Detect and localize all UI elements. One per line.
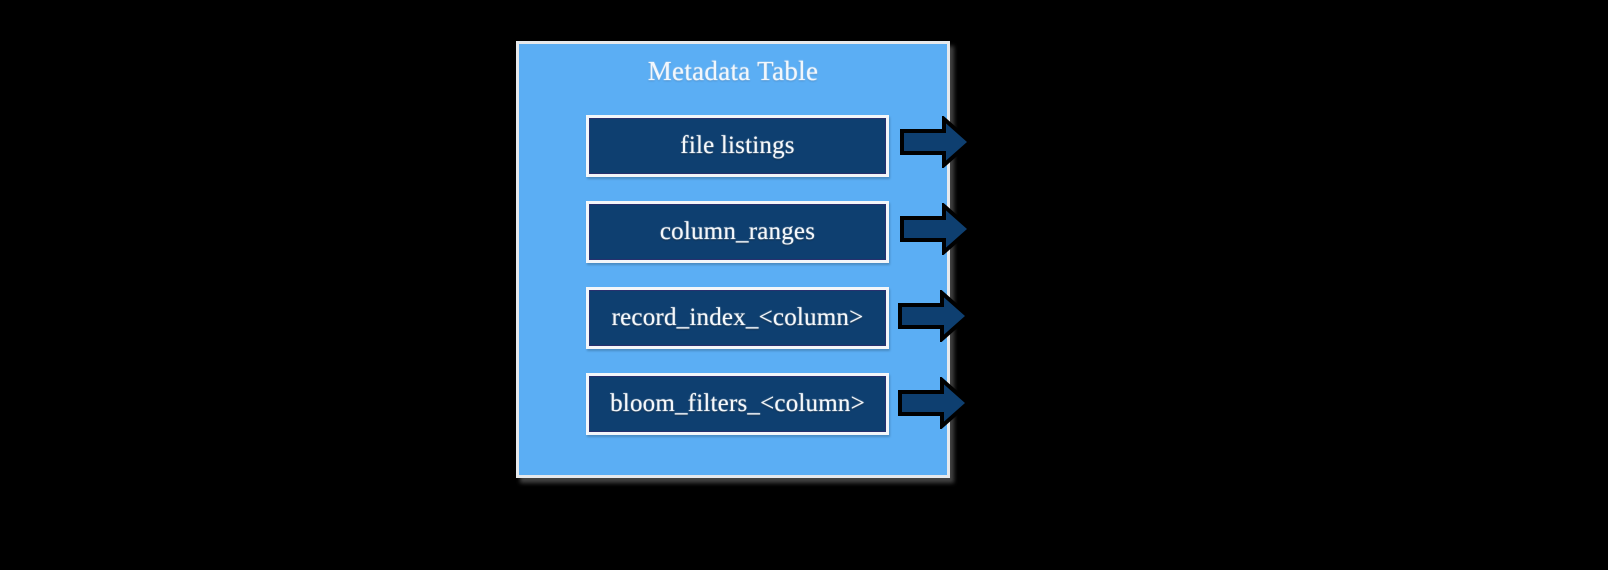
right-arrow-icon	[898, 377, 970, 429]
list-item: column_ranges	[586, 201, 889, 263]
list-item: bloom_filters_<column>	[586, 373, 889, 435]
metadata-table-panel: Metadata Table file listings column_rang…	[516, 41, 950, 478]
item-box-column-ranges[interactable]: column_ranges	[586, 201, 889, 263]
right-arrow-icon	[900, 203, 972, 255]
item-box-file-listings[interactable]: file listings	[586, 115, 889, 177]
right-arrow-icon	[898, 290, 970, 342]
item-box-bloom-filters[interactable]: bloom_filters_<column>	[586, 373, 889, 435]
list-item: file listings	[586, 115, 889, 177]
right-arrow-icon	[900, 116, 972, 168]
list-item: record_index_<column>	[586, 287, 889, 349]
item-label: record_index_<column>	[611, 304, 864, 331]
item-label: bloom_filters_<column>	[610, 390, 865, 417]
item-label: column_ranges	[659, 218, 816, 245]
page-title: Metadata Table	[647, 56, 819, 86]
item-label: file listings	[680, 132, 795, 159]
item-box-record-index[interactable]: record_index_<column>	[586, 287, 889, 349]
metadata-item-list: file listings column_ranges record_index…	[586, 115, 889, 459]
